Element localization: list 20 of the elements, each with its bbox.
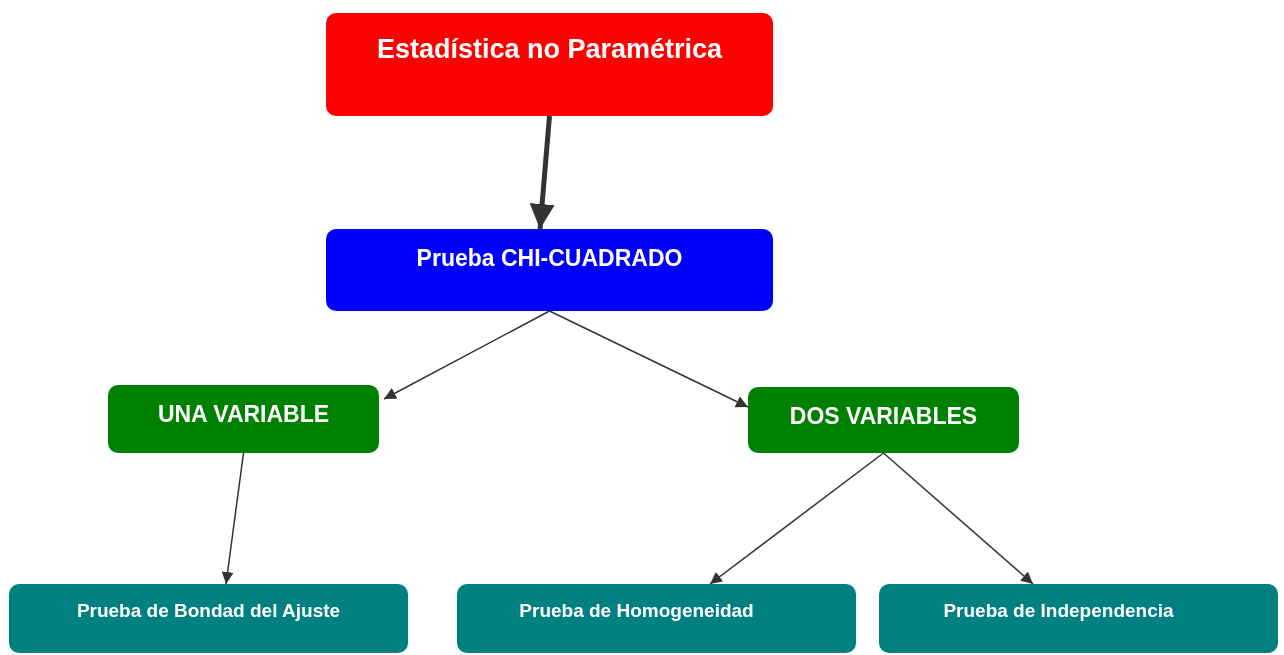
arrow (548, 310, 749, 408)
node-label: UNA VARIABLE (156, 400, 331, 429)
node-label: Prueba de Bondad del Ajuste (75, 599, 342, 623)
arrow (529, 115, 555, 230)
arrow (221, 452, 245, 585)
node-label: Prueba CHI-CUADRADO (415, 244, 684, 273)
node-label: Prueba de Independencia (942, 599, 1175, 623)
node-label: Estadística no Paramétrica (375, 33, 724, 66)
node-label: DOS VARIABLES (788, 402, 979, 431)
process-box (108, 385, 379, 453)
process-box (457, 584, 856, 653)
arrow (709, 452, 885, 585)
arrow (383, 310, 551, 400)
process-box (748, 387, 1019, 453)
process-box (326, 13, 773, 116)
arrow (882, 452, 1034, 585)
process-box (879, 584, 1278, 653)
node-label: Prueba de Homogeneidad (518, 599, 755, 623)
process-box (326, 229, 773, 311)
process-box (9, 584, 408, 653)
